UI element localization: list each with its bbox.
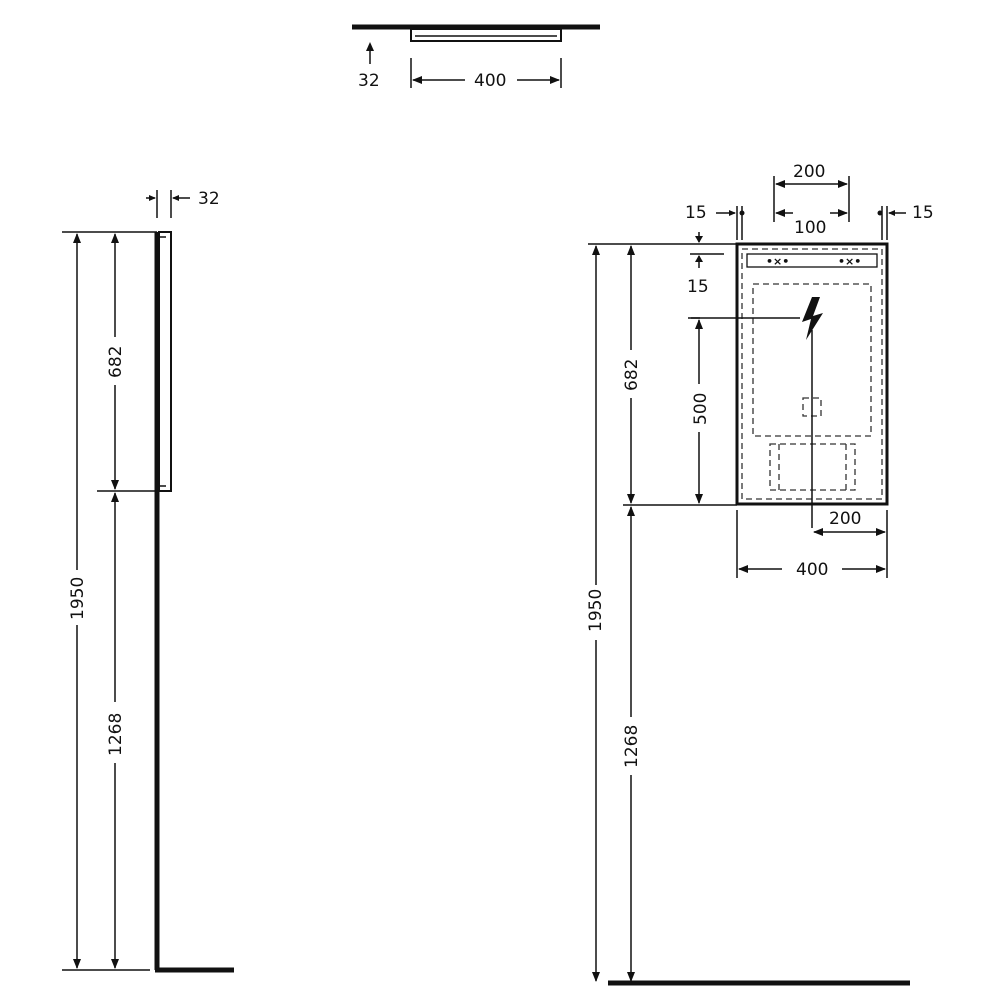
right-margin-dot (877, 210, 883, 216)
side-view: 32 1950 682 1268 (62, 189, 234, 973)
width-head-left-front (738, 565, 748, 573)
fixing-inner-label: 100 (794, 218, 826, 238)
front-total-label: 1950 (586, 589, 606, 632)
left-margin-head (729, 210, 736, 216)
top-margin-label: 15 (687, 277, 709, 297)
side-cab-label: 682 (106, 346, 126, 378)
socket-right-label: 200 (829, 509, 861, 529)
fix-100-head-r (838, 209, 848, 217)
front-total-head-bottom (592, 972, 600, 982)
right-margin-label: 15 (912, 203, 934, 223)
cabinet-plan (410, 28, 562, 42)
side-cab-head-top (111, 233, 119, 243)
fixing-mark-right: •×• (838, 255, 861, 268)
fix-100-head-l (775, 209, 785, 217)
top-margin-head-b (695, 255, 703, 262)
fixing-strip (746, 253, 878, 268)
top-view: 32 400 (352, 24, 600, 91)
side-total-head-top (73, 233, 81, 243)
front-view: •×• •×• 1950 682 1268 (586, 162, 934, 986)
top-margin-head-a (695, 236, 703, 243)
left-margin-label: 15 (685, 203, 707, 223)
front-socket-label: 500 (691, 393, 711, 425)
side-lower-label: 1268 (106, 713, 126, 756)
side-lower-head-top (111, 492, 119, 502)
front-lower-head-top (627, 506, 635, 516)
side-total-label: 1950 (68, 577, 88, 620)
front-socket-head-bottom (695, 494, 703, 504)
electric-icon (802, 297, 823, 340)
front-lower-head-bottom (627, 972, 635, 982)
fixing-mark-left: •×• (766, 255, 789, 268)
front-socket-head-top (695, 319, 703, 329)
front-total-head-top (592, 245, 600, 255)
top-width-label: 400 (474, 71, 506, 91)
side-lower-head-bottom (111, 959, 119, 969)
front-cab-head-bottom (627, 494, 635, 504)
side-cab-head-bottom (111, 480, 119, 490)
depth-arrow-head (366, 42, 374, 51)
cabinet-side (158, 231, 172, 492)
top-depth-label: 32 (358, 71, 380, 91)
mirror-area (752, 283, 872, 437)
front-lower-label: 1268 (622, 725, 642, 768)
fixing-distance-label: 200 (793, 162, 825, 182)
side-depth-head-l (149, 195, 156, 201)
width-head-right-front (876, 565, 886, 573)
side-depth-label: 32 (198, 189, 220, 209)
width-arrow-right (550, 76, 560, 84)
front-cab-head-top (627, 245, 635, 255)
socket-right-head-l (813, 528, 823, 536)
width-arrow-left (412, 76, 422, 84)
side-depth-head-r (172, 195, 179, 201)
right-margin-head (888, 210, 895, 216)
fix-200-head-r (838, 180, 848, 188)
front-width-label: 400 (796, 560, 828, 580)
side-total-head-bottom (73, 959, 81, 969)
left-margin-dot (739, 210, 745, 216)
front-cab-label: 682 (622, 359, 642, 391)
fix-200-head-l (775, 180, 785, 188)
socket-right-head-r (876, 528, 886, 536)
